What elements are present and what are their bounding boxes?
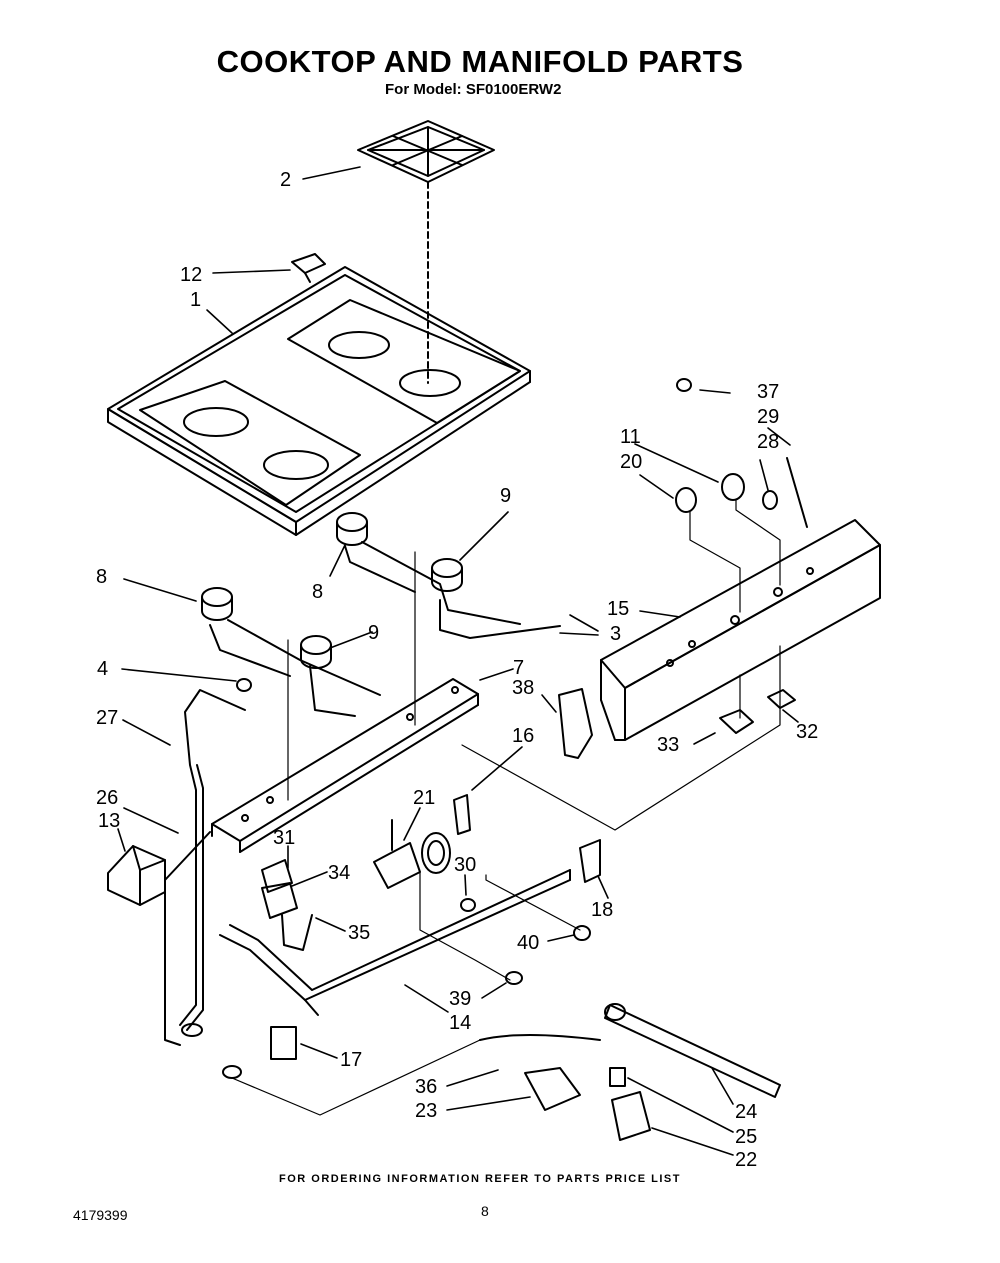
- callout-16: 16: [512, 725, 534, 747]
- callout-27: 27: [96, 707, 118, 729]
- page-title: COOKTOP AND MANIFOLD PARTS: [216, 44, 744, 79]
- callout-1: 1: [190, 289, 201, 311]
- callout-18: 18: [591, 899, 613, 921]
- burner-bracket-part: [211, 678, 479, 853]
- callout-26: 26: [96, 787, 118, 809]
- callout-37: 37: [757, 381, 779, 403]
- callout-3: 3: [610, 623, 621, 645]
- callout-35: 35: [348, 922, 370, 944]
- manifold-panel-part: [600, 519, 881, 741]
- bracket-33-part: [719, 709, 754, 734]
- callout-14: 14: [449, 1012, 471, 1034]
- callout-28: 28: [757, 431, 779, 453]
- valve-part: [373, 794, 471, 889]
- oven-burner-part: [479, 1003, 781, 1141]
- callout-4: 4: [97, 658, 108, 680]
- callout-36: 36: [415, 1076, 437, 1098]
- callout-25: 25: [735, 1126, 757, 1148]
- regulator-part: [107, 845, 166, 906]
- callout-7: 7: [513, 657, 524, 679]
- document-number: 4179399: [73, 1207, 128, 1223]
- callout-13: 13: [98, 810, 120, 832]
- callout-17: 17: [340, 1049, 362, 1071]
- nuts-part: [236, 678, 591, 985]
- clip-part: [291, 253, 326, 283]
- cooktop-part: [107, 266, 531, 536]
- callout-24: 24: [735, 1101, 757, 1123]
- callout-9-rear: 9: [500, 485, 511, 507]
- callout-labels: 2 12 1 37 29 11 28 20 9 8 8 15 9 3 4 7 3…: [96, 169, 818, 1171]
- connection-lines: [231, 499, 781, 1116]
- model-subtitle: For Model: SF0100ERW2: [385, 81, 562, 98]
- knobs-part: [675, 378, 808, 528]
- ordering-note: FOR ORDERING INFORMATION REFER TO PARTS …: [279, 1173, 681, 1185]
- callout-32: 32: [796, 721, 818, 743]
- callout-8-front: 8: [96, 566, 107, 588]
- callout-23: 23: [415, 1100, 437, 1122]
- bracket-17-part: [270, 1026, 297, 1060]
- callout-31: 31: [273, 827, 295, 849]
- callout-38: 38: [512, 677, 534, 699]
- callout-34: 34: [328, 862, 350, 884]
- callout-21: 21: [413, 787, 435, 809]
- page-number: 8: [481, 1203, 489, 1219]
- leader-lines: [117, 166, 799, 1156]
- callout-20: 20: [620, 451, 642, 473]
- callout-15: 15: [607, 598, 629, 620]
- grommet-32-part: [767, 689, 796, 709]
- callout-40: 40: [517, 932, 539, 954]
- rear-burner-part: [336, 512, 561, 639]
- grate-part: [357, 120, 495, 183]
- callout-11: 11: [620, 426, 641, 448]
- gas-line-part: [164, 689, 246, 1079]
- ignition-switch-part: [261, 859, 313, 951]
- callout-30: 30: [454, 854, 476, 876]
- callout-2: 2: [280, 169, 291, 191]
- callout-29: 29: [757, 406, 779, 428]
- front-burner-part: [201, 587, 381, 717]
- callout-8-rear: 8: [312, 581, 323, 603]
- callout-22: 22: [735, 1149, 757, 1171]
- callout-12: 12: [180, 264, 202, 286]
- callout-33: 33: [657, 734, 679, 756]
- bracket-18-part: [579, 839, 601, 883]
- callout-9-front: 9: [368, 622, 379, 644]
- bracket-38-part: [558, 688, 593, 759]
- callout-39: 39: [449, 988, 471, 1010]
